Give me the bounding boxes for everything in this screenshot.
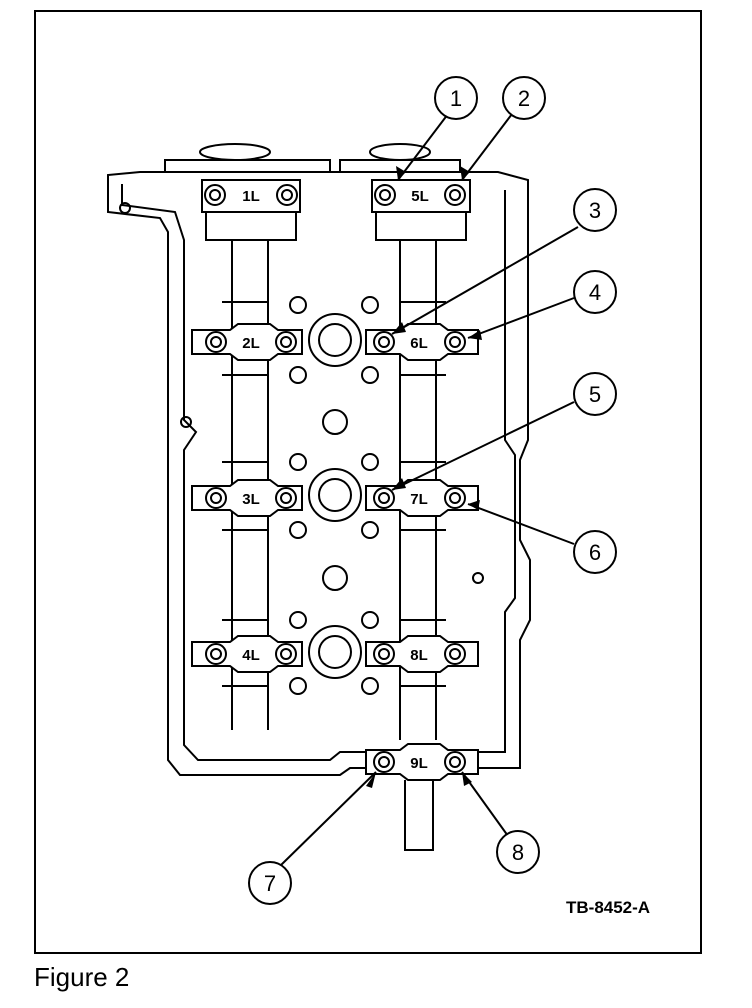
cap-label-3L: 3L [242,491,260,508]
bearing-cap-1L: 1L [201,179,301,241]
exhaust-cam-nose [404,780,434,851]
arrow-heads [366,166,482,788]
exhaust-sprocket-hub [369,143,431,161]
callout-5: 5 [573,372,617,416]
bearing-cap-5L: 5L [371,179,471,241]
bearing-cap-3L: 3L [191,479,303,517]
bearing-cap-6L: 6L [365,323,479,361]
bearing-cap-4L: 4L [191,635,303,673]
callout-4: 4 [573,270,617,314]
bolt-5L-right [444,184,466,206]
bolt-5L-left [374,184,396,206]
cap-label-2L: 2L [242,335,260,352]
cap-label-1L: 1L [242,188,260,205]
cap-label-8L: 8L [410,647,428,664]
spark-plug-boss-3 [308,625,362,679]
callout-8: 8 [496,830,540,874]
svg-text:5: 5 [589,382,601,407]
svg-text:8: 8 [512,840,524,865]
bearing-cap-8L: 8L [365,635,479,673]
callout-1: 1 [434,76,478,120]
spark-plug-boss-2 [308,468,362,522]
svg-text:7: 7 [264,871,276,896]
center-boss-a [322,409,348,435]
svg-text:2: 2 [518,86,530,111]
cap-label-9L: 9L [410,755,428,772]
svg-text:4: 4 [589,280,601,305]
callout-6: 6 [573,530,617,574]
exhaust-sprocket [339,159,461,173]
callout-7: 7 [248,861,292,905]
head-inner-line [121,184,516,761]
cap-label-7L: 7L [410,491,428,508]
head-outline [107,171,531,776]
bearing-cap-2L: 2L [191,323,303,361]
reference-code: TB-8452-A [566,898,651,917]
svg-text:6: 6 [589,540,601,565]
bolt-1L-left [204,184,226,206]
spark-plug-boss-1 [308,313,362,367]
intake-sprocket [164,159,331,173]
cap-label-4L: 4L [242,647,260,664]
cap-label-5L: 5L [411,188,429,205]
bearing-cap-9L: 9L [365,743,479,781]
figure-caption: Figure 2 [34,962,130,992]
callout-2: 2 [502,76,546,120]
svg-text:1: 1 [450,86,462,111]
callout-3: 3 [573,188,617,232]
bolt-1L-right [276,184,298,206]
cap-label-6L: 6L [410,335,428,352]
center-boss-b [322,565,348,591]
svg-text:3: 3 [589,198,601,223]
figure-frame [34,10,702,954]
intake-sprocket-hub [199,143,271,161]
bearing-cap-7L: 7L [365,479,479,517]
